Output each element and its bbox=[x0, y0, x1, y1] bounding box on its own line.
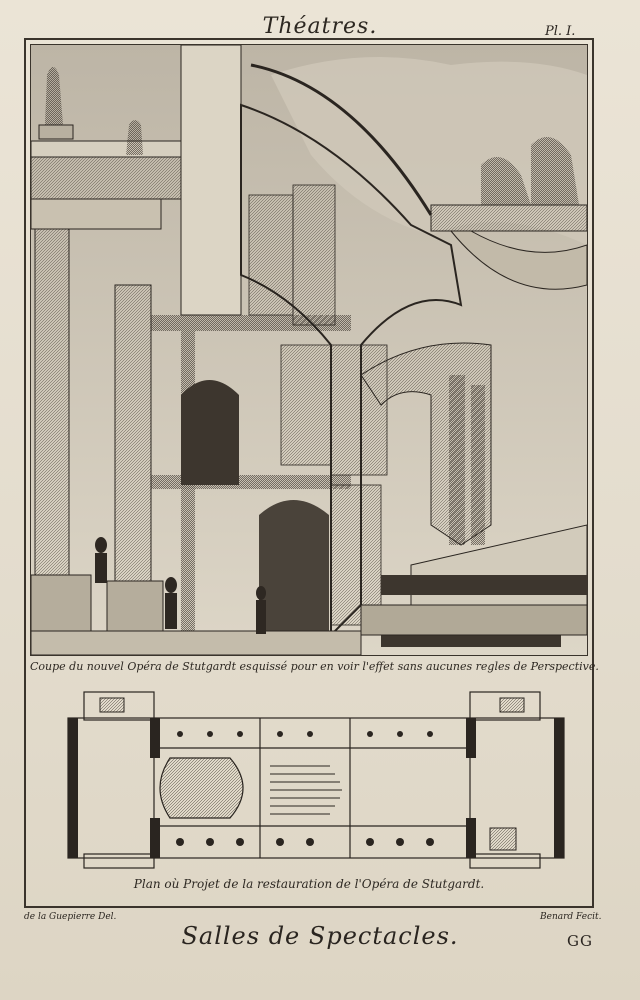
floor-plan-illustration bbox=[30, 678, 588, 878]
plan-caption: Plan où Projet de la restauration de l'O… bbox=[133, 877, 485, 891]
plate-header-title: Théatres. bbox=[262, 14, 378, 39]
plate-number: Pl. I. bbox=[545, 24, 576, 39]
plate-footer-title: Salles de Spectacles. bbox=[181, 922, 459, 950]
plate-mark: GG bbox=[567, 932, 593, 950]
section-caption: Coupe du nouvel Opéra de Stutgardt esqui… bbox=[30, 660, 599, 673]
engraver-credit: Benard Fecit. bbox=[540, 912, 602, 922]
theatre-section-illustration bbox=[30, 44, 588, 656]
plate-border bbox=[24, 38, 594, 908]
opera-section-drawing bbox=[31, 45, 587, 655]
draftsman-credit: de la Guepierre Del. bbox=[24, 912, 117, 922]
floor-plan-drawing bbox=[67, 691, 565, 869]
